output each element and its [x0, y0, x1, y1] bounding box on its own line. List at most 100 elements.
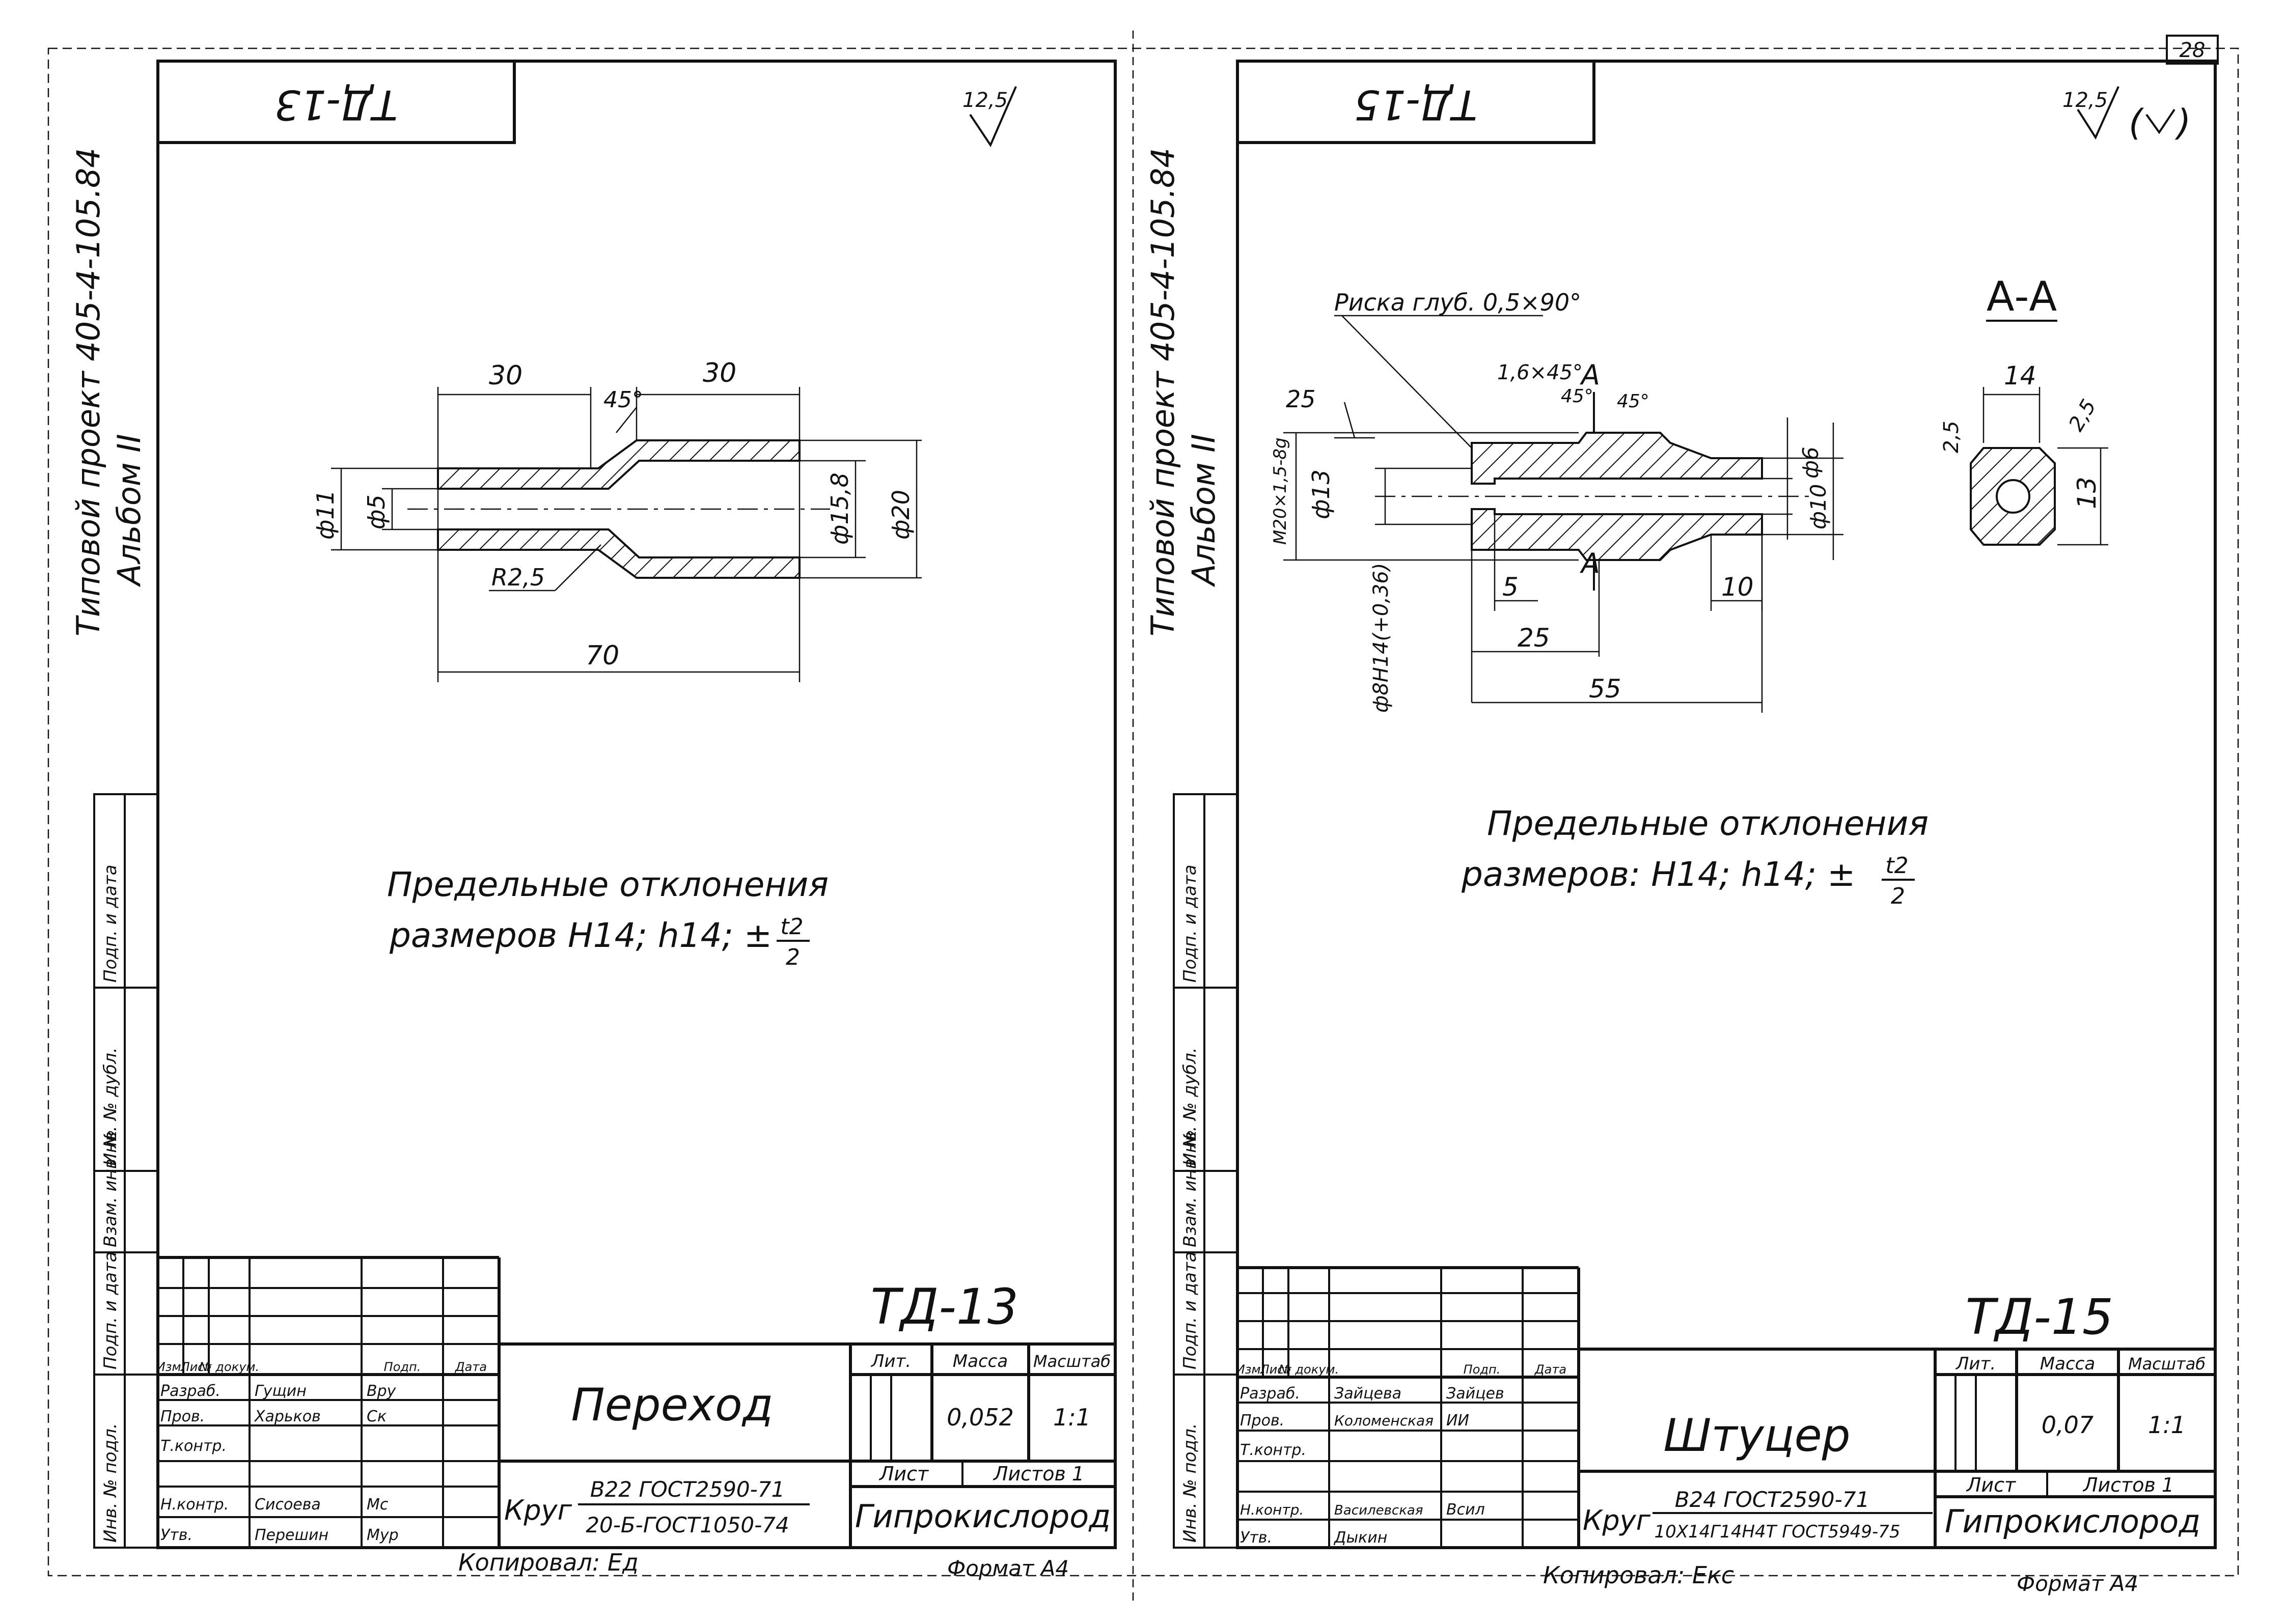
right-margin-label-4: Инв. № дубл.	[1180, 1047, 1200, 1166]
left-tb-code: ТД-13	[871, 1278, 1018, 1335]
left-tb-org: Гипрокислород	[855, 1498, 1111, 1535]
right-dim-d6: ф6	[1798, 446, 1823, 479]
left-part-section	[331, 387, 922, 682]
page-number: 28	[2180, 39, 2206, 62]
left-stamp: ТД-13	[274, 81, 398, 128]
sheet-border	[47, 47, 2239, 1577]
right-tb-name-5: Дыкин	[1333, 1529, 1387, 1547]
right-tb-sign-4: Всил	[1446, 1501, 1485, 1519]
page-number-box	[2166, 35, 2219, 65]
right-dim-sec25b: 2,5	[2064, 396, 2101, 435]
left-tb-h-sign: Подп.	[384, 1360, 421, 1374]
left-tb-h-izm: Изм.	[156, 1360, 185, 1374]
right-tb-sheets-label: Листов 1	[2082, 1474, 2174, 1496]
left-tb-sign-5: Мур	[367, 1526, 399, 1544]
left-tb-sign-2: Ск	[367, 1408, 387, 1425]
right-note-line1: Предельные отклонения	[1487, 804, 1929, 843]
left-dim-d20: ф20	[887, 490, 915, 540]
right-dim-d10: ф10	[1806, 484, 1831, 529]
right-section-label: А-А	[1987, 273, 2057, 320]
left-dim-total: 70	[586, 640, 619, 671]
left-tb-sign-4: Мс	[367, 1496, 389, 1514]
left-margin-label-2: Подп. и дата	[100, 1251, 121, 1369]
right-stamp: ТД-15	[1354, 81, 1477, 128]
right-part-section	[1283, 315, 1843, 713]
right-dim-len10: 10	[1721, 572, 1754, 602]
left-side-project: Типовой проект 405-4-105.84	[70, 148, 107, 636]
right-title-block	[1237, 1266, 2215, 1548]
right-copied: Копировал: Екс	[1543, 1561, 1734, 1589]
right-tb-role-2: Пров.	[1240, 1412, 1284, 1430]
right-tb-role-3: Т.контр.	[1240, 1441, 1306, 1459]
left-margin-columns	[93, 793, 159, 1549]
right-tb-role-5: Утв.	[1240, 1529, 1272, 1547]
right-section-aa	[1970, 387, 2108, 546]
right-tb-org: Гипрокислород	[1945, 1503, 2200, 1540]
right-tb-material-bottom: 10Х14Г14Н4Т ГОСТ5949-75	[1654, 1522, 1900, 1542]
right-tb-name-4: Василевская	[1334, 1503, 1423, 1518]
right-tb-material-top: В24 ГОСТ2590-71	[1675, 1487, 1870, 1512]
right-note-frac-num: t2	[1885, 853, 1908, 879]
right-tb-lit-label: Лит.	[1955, 1354, 1996, 1374]
right-risk-note: Риска глуб. 0,5×90°	[1334, 289, 1581, 316]
right-dim-len55: 55	[1589, 674, 1621, 704]
left-note-line2: размеров H14; h14; ±	[389, 916, 772, 955]
right-tb-scale-label: Масштаб	[2128, 1354, 2206, 1374]
left-dim-30b: 30	[703, 358, 736, 388]
left-tb-sheets-label: Листов 1	[993, 1463, 1084, 1485]
right-side-album: Альбом II	[1185, 434, 1222, 587]
right-dim-45b: 45°	[1617, 391, 1649, 412]
left-margin-label-3: Взам. инв. №	[100, 1130, 121, 1247]
right-roughness-symbol: 12,5 ( )	[2062, 86, 2191, 144]
left-tb-sheet-label: Лист	[878, 1463, 929, 1485]
left-tb-name-5: Перешин	[255, 1526, 328, 1544]
left-tb-role-1: Разраб.	[160, 1382, 221, 1400]
right-tb-h-date: Дата	[1534, 1362, 1566, 1377]
right-tb-material-prefix: Круг	[1583, 1504, 1651, 1536]
left-tb-h-list: Лист	[180, 1360, 212, 1374]
left-tb-scale-label: Масштаб	[1033, 1352, 1111, 1371]
right-note-frac-den: 2	[1891, 883, 1905, 909]
svg-text:): )	[2174, 102, 2191, 144]
right-format: Формат А4	[2017, 1571, 2138, 1596]
left-tb-role-5: Утв.	[160, 1526, 192, 1544]
right-margin-label-3: Взам. инв. №	[1180, 1130, 1200, 1247]
right-stamp-box	[1236, 60, 1595, 144]
left-title-block	[158, 1256, 1115, 1548]
left-tb-sign-1: Вру	[367, 1382, 397, 1400]
left-dim-d15-8: ф15,8	[826, 472, 853, 545]
left-tb-name-4: Сисоева	[255, 1496, 321, 1514]
right-tb-mass: 0,07	[2042, 1411, 2094, 1439]
svg-text:12,5: 12,5	[2062, 89, 2108, 112]
right-dim-rough25: 25	[1286, 385, 1316, 413]
left-stamp-box	[156, 60, 516, 144]
right-dim-d8: ф8Н14(+0,36)	[1369, 563, 1393, 713]
right-tb-name-2: Коломенская	[1334, 1412, 1434, 1429]
right-tb-mass-label: Масса	[2040, 1354, 2095, 1374]
left-tb-material-prefix: Круг	[504, 1494, 572, 1526]
right-tb-sign-2: ИИ	[1446, 1412, 1469, 1430]
right-tb-h-doc: № докум.	[1278, 1362, 1339, 1377]
right-tb-role-1: Разраб.	[1240, 1385, 1300, 1403]
left-tb-material-bottom: 20-Б-ГОСТ1050-74	[586, 1513, 789, 1537]
right-dim-sec14: 14	[2004, 361, 2036, 390]
left-tb-name-2: Харьков	[254, 1408, 321, 1425]
right-tb-sign-1: Зайцев	[1446, 1385, 1504, 1403]
left-tb-name-1: Гущин	[255, 1382, 307, 1400]
left-note-frac-num: t2	[780, 914, 803, 940]
left-tb-role-2: Пров.	[160, 1408, 205, 1425]
right-section-a-top: А	[1580, 359, 1600, 391]
right-dim-sec25a: 2,5	[1940, 421, 1963, 453]
right-dim-thread: М20×1,5-8g	[1270, 437, 1290, 545]
left-dim-d5: ф5	[363, 494, 390, 529]
left-margin-label-5: Подп. и дата	[100, 864, 121, 983]
left-side-album: Альбом II	[111, 434, 148, 587]
right-dim-d13: ф13	[1307, 469, 1335, 519]
right-tb-code: ТД-15	[1966, 1289, 2113, 1346]
left-tb-role-4: Н.контр.	[160, 1496, 229, 1514]
left-tb-mass-label: Масса	[953, 1351, 1008, 1371]
svg-text:(: (	[2129, 102, 2144, 144]
right-dim-45a: 45°	[1561, 386, 1593, 407]
right-dim-len5: 5	[1502, 572, 1519, 602]
